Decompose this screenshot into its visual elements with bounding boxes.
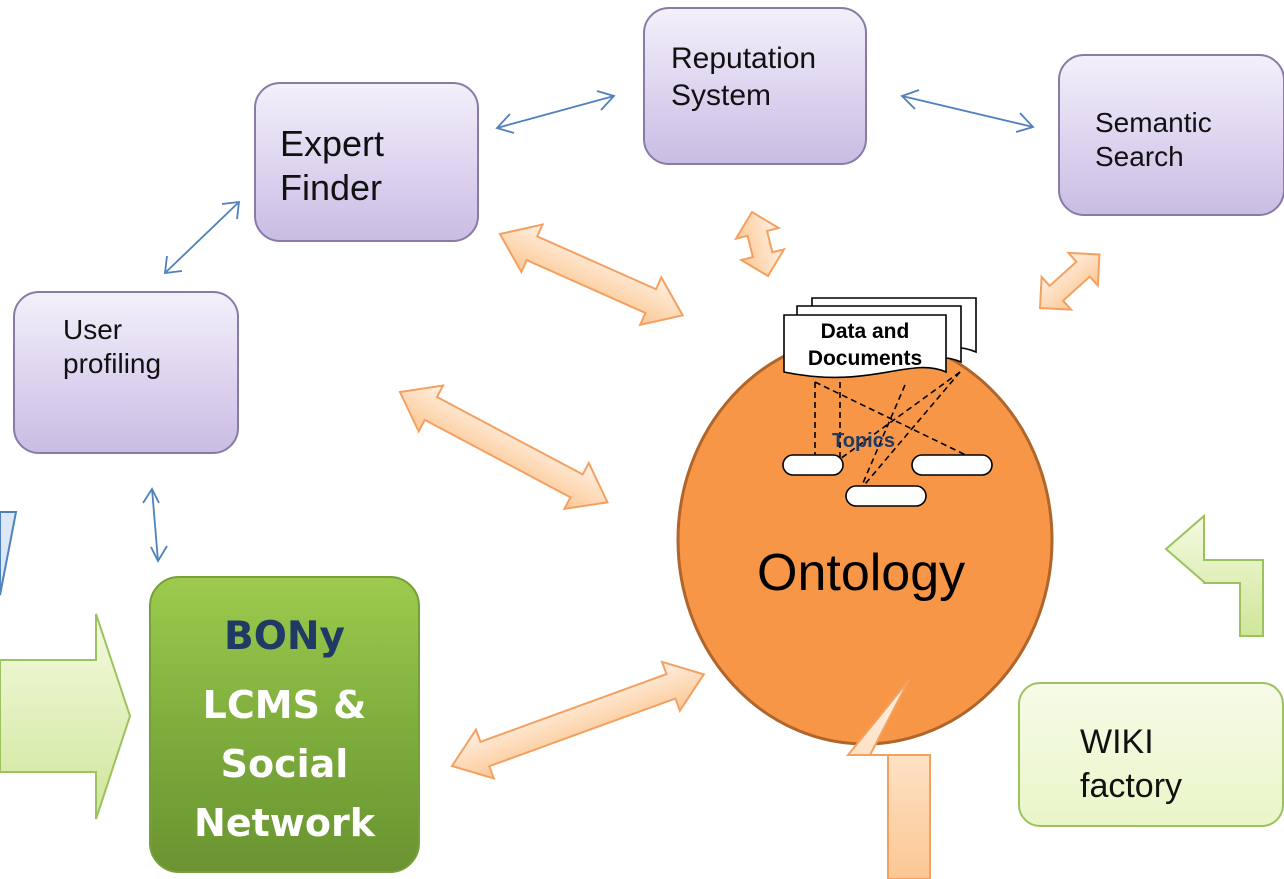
bent-arrow-wiki <box>1164 513 1264 637</box>
reputation-system-box: Reputation System <box>643 7 867 165</box>
wiki-factory-label: WIKI factory <box>1080 723 1183 806</box>
up-arrow-into-ontology <box>845 679 931 879</box>
user-profiling-label: User profiling <box>63 314 162 380</box>
double-arrow-semantic-ontology <box>1038 251 1101 311</box>
double-arrow-expert-ontology <box>498 223 685 327</box>
arrow-reputation-semantic <box>900 89 1035 133</box>
partial-blue-shape <box>0 511 18 596</box>
bony-title: BONy <box>224 614 345 659</box>
topics-label: Topics <box>832 430 895 452</box>
topic-node-bottom <box>845 485 927 507</box>
topic-node-right <box>911 454 993 476</box>
topic-node-left <box>782 454 844 476</box>
expert-finder-label: Expert Finder <box>280 123 385 208</box>
reputation-system-label: Reputation System <box>671 42 817 112</box>
user-profiling-box: User profiling <box>13 291 239 454</box>
semantic-search-box: Semantic Search <box>1058 54 1284 216</box>
double-arrow-bony-ontology <box>450 660 706 780</box>
double-arrow-user-ontology <box>398 384 609 511</box>
documents-label: Data and Documents <box>807 320 923 371</box>
arrow-user-expert <box>163 200 241 275</box>
expert-finder-box: Expert Finder <box>254 82 479 242</box>
big-arrow-into-bony <box>0 613 132 820</box>
wiki-factory-box: WIKI factory <box>1018 682 1284 827</box>
arrow-expert-reputation <box>495 90 616 134</box>
bony-subtitle: LCMS & Social Network <box>194 683 375 845</box>
double-arrow-reputation-ontology <box>733 210 787 278</box>
ontology-label: Ontology <box>757 544 966 602</box>
documents-icon <box>783 297 977 379</box>
bony-box: BONy LCMS & Social Network <box>149 576 420 873</box>
semantic-search-label: Semantic Search <box>1095 107 1212 173</box>
ontology-circle <box>676 334 1054 746</box>
arrow-user-bony <box>142 487 168 563</box>
topics-links <box>814 371 975 491</box>
